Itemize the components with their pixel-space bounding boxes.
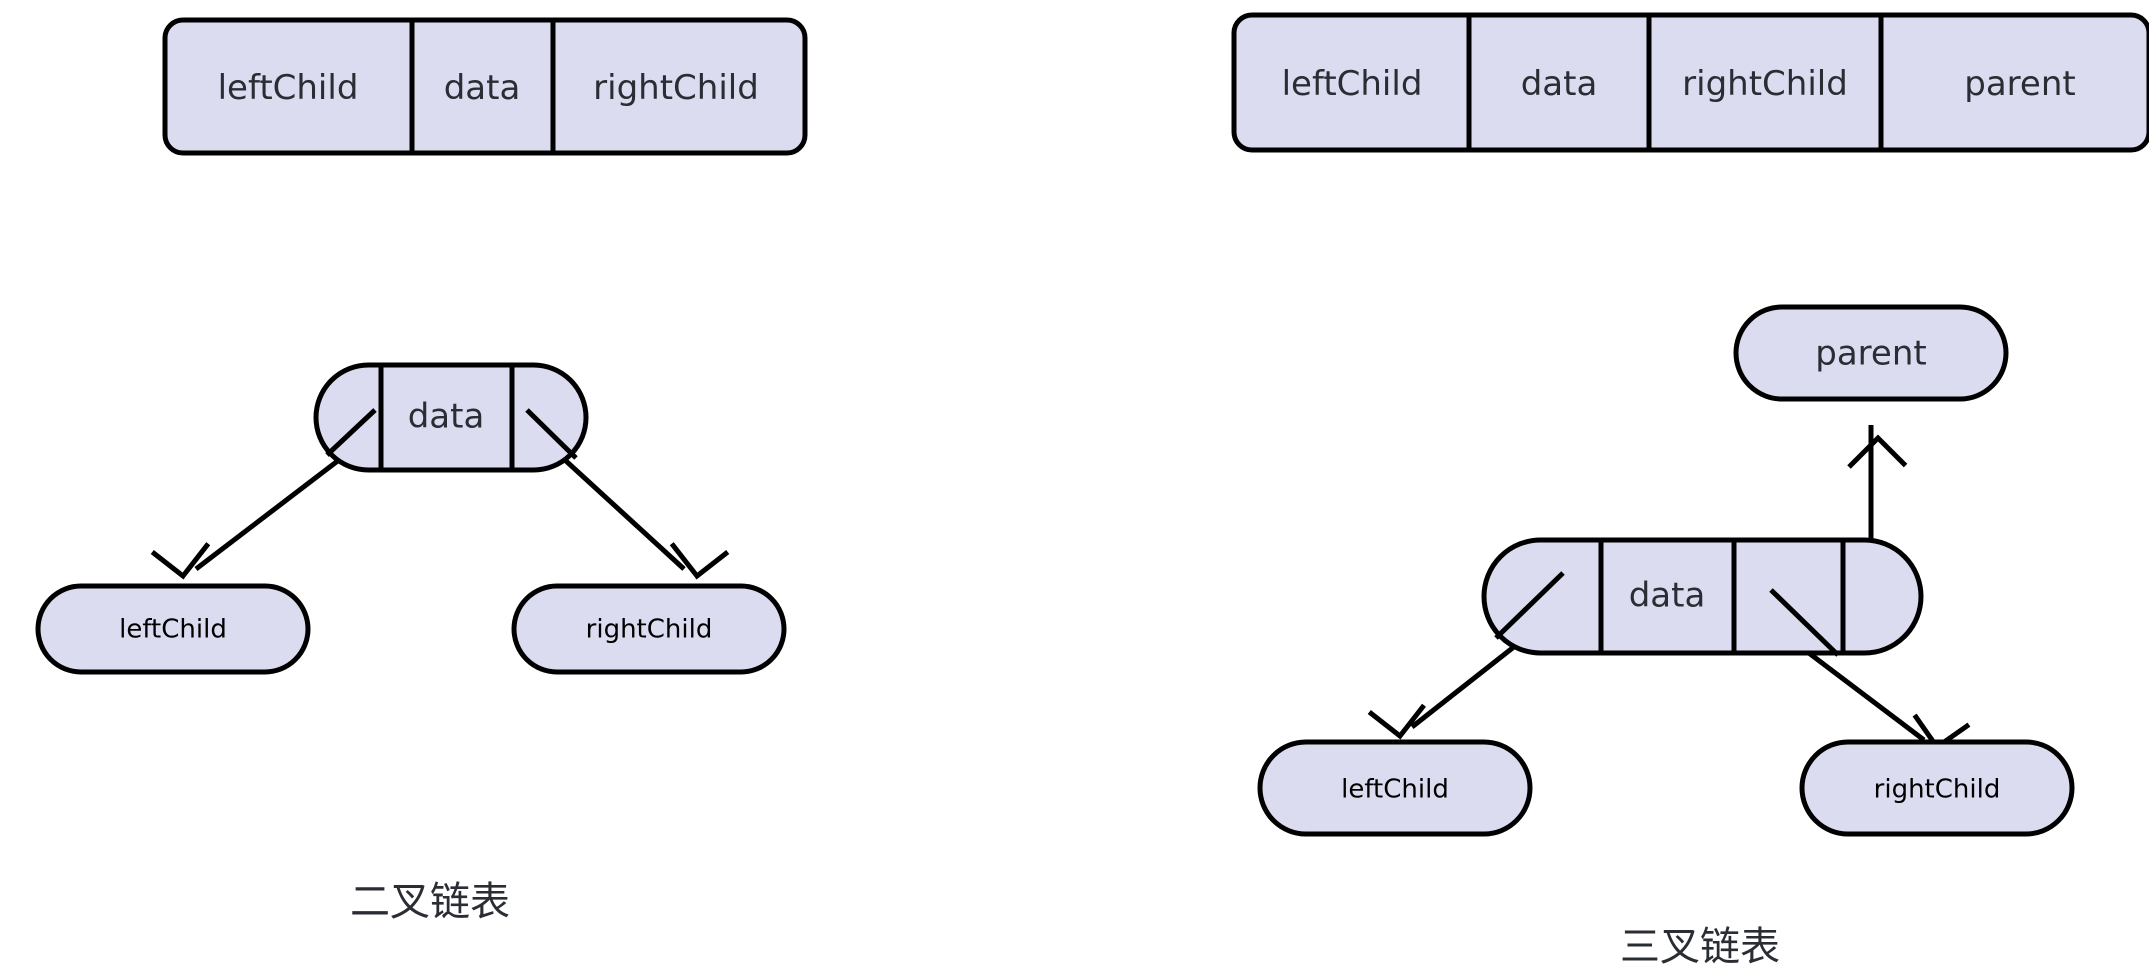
- caption-trinary-linked-list: 三叉链表: [1620, 924, 1780, 970]
- node-leftchild-binary: leftChild: [35, 583, 311, 675]
- field-cell-leftchild: leftChild: [1282, 64, 1423, 104]
- leftchild-pointer-slash: [1494, 571, 1565, 640]
- field-cell-rightchild: rightChild: [1682, 64, 1848, 104]
- arrowhead-leftchild-icon: [1367, 703, 1426, 740]
- field-cell-data: data: [1521, 64, 1598, 104]
- edges-binary: [150, 448, 730, 580]
- arrowhead-rightchild-icon: [669, 542, 730, 580]
- node-root-trinary: data: [1481, 537, 1924, 657]
- rightchild-pointer-slash: [525, 408, 578, 460]
- leftchild-node-outline: [1257, 739, 1533, 837]
- rightchild-node-outline: [511, 583, 787, 675]
- node-root-data-label: data: [1629, 576, 1706, 616]
- field-table-binary: leftChild data rightChild: [162, 17, 808, 156]
- arrowhead-parent-icon: [1847, 434, 1908, 469]
- edge-to-leftchild: [1410, 633, 1531, 729]
- leftchild-pointer-slash: [325, 408, 377, 457]
- field-table-outline: [1231, 12, 2149, 153]
- leftchild-node-label: leftChild: [1341, 775, 1449, 805]
- node-rightchild-binary: rightChild: [511, 583, 787, 675]
- caption-binary-linked-list: 二叉链表: [350, 879, 510, 925]
- field-table-outline: [162, 17, 808, 156]
- rightchild-pointer-slash: [1769, 588, 1840, 657]
- field-table-trinary: leftChild data rightChild parent: [1231, 12, 2149, 153]
- parent-node-label: parent: [1815, 334, 1926, 374]
- node-rightchild-trinary: rightChild: [1799, 739, 2075, 837]
- arrowhead-leftchild-icon: [150, 542, 211, 580]
- node-root-outline: [1481, 537, 1924, 656]
- edge-to-leftchild: [194, 448, 354, 571]
- field-cell-rightchild: rightChild: [593, 68, 759, 108]
- rightchild-node-label: rightChild: [1874, 775, 2001, 805]
- leftchild-node-outline: [35, 583, 311, 675]
- node-leftchild-trinary: leftChild: [1257, 739, 1533, 837]
- panel-trinary-linked-list: leftChild data rightChild parent parent: [1231, 12, 2149, 970]
- node-root-binary: data: [313, 362, 589, 473]
- rightchild-node-label: rightChild: [586, 615, 713, 645]
- parent-node-outline: [1733, 304, 2009, 402]
- node-root-data-label: data: [408, 397, 485, 437]
- field-cell-data: data: [444, 68, 521, 108]
- leftchild-node-label: leftChild: [119, 615, 227, 645]
- edge-to-rightchild: [552, 448, 686, 571]
- node-parent-trinary: parent: [1733, 304, 2009, 402]
- field-cell-parent: parent: [1964, 64, 2075, 104]
- rightchild-node-outline: [1799, 739, 2075, 837]
- field-cell-leftchild: leftChild: [218, 68, 359, 108]
- panel-binary-linked-list: leftChild data rightChild data leftCh: [35, 17, 808, 925]
